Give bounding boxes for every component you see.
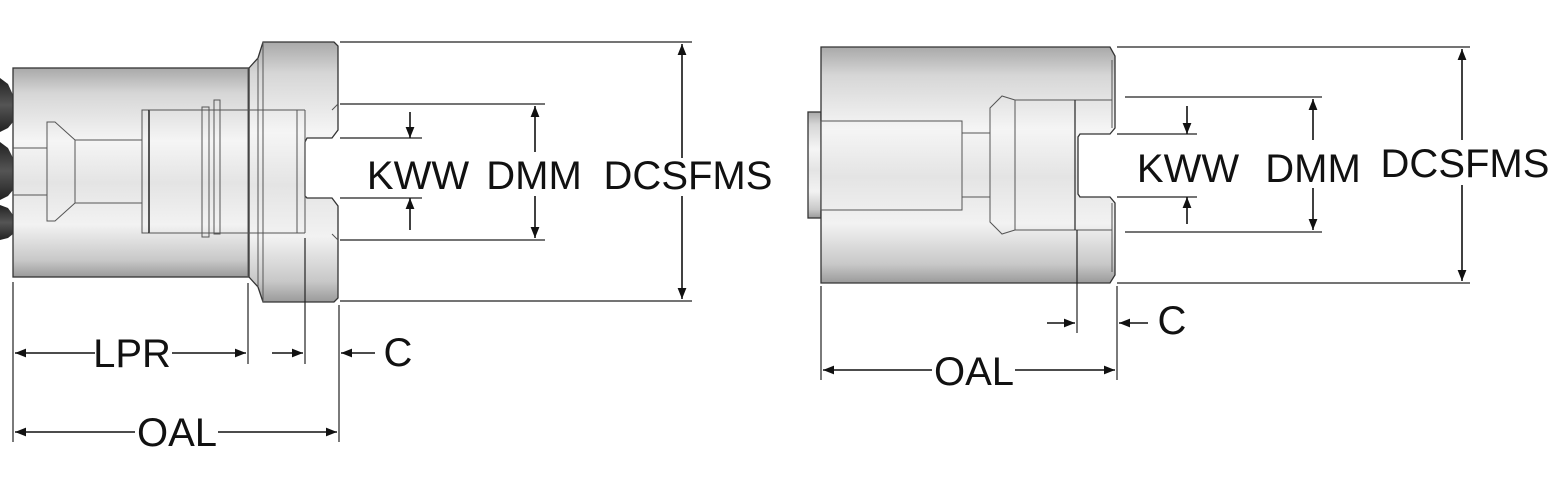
left-lpr-label: LPR	[93, 332, 171, 376]
left-oal-label: OAL	[137, 411, 217, 455]
right-body	[820, 46, 1116, 284]
left-dmm-dimension: DMM	[340, 103, 582, 241]
right-view: DCSFMS DMM KWW C OAL	[807, 46, 1550, 394]
left-drive-pads	[0, 78, 13, 240]
left-c-dimension: C	[272, 331, 412, 375]
right-dcsfms-label: DCSFMS	[1381, 142, 1550, 186]
left-dmm-label: DMM	[486, 154, 582, 198]
left-c-label: C	[384, 331, 413, 375]
right-internal-features	[820, 60, 1113, 272]
right-kww-dimension: KWW	[1117, 106, 1239, 224]
right-dmm-dimension: DMM	[1125, 96, 1361, 233]
left-flange	[248, 41, 339, 303]
left-extension-lines	[12, 238, 340, 442]
right-oal-label: OAL	[934, 350, 1014, 394]
right-dcsfms-dimension: DCSFMS	[1117, 46, 1550, 284]
right-c-dimension: C	[1047, 299, 1186, 343]
left-oal-dimension: OAL	[15, 411, 337, 455]
right-c-label: C	[1158, 299, 1187, 343]
left-kww-label: KWW	[367, 154, 469, 198]
left-dcsfms-dimension: DCSFMS	[340, 41, 773, 302]
right-dmm-label: DMM	[1265, 147, 1361, 191]
right-kww-label: KWW	[1137, 147, 1239, 191]
right-extension-lines	[820, 230, 1118, 380]
left-view: DCSFMS DMM KWW LPR C	[0, 41, 773, 455]
left-internal-features	[13, 42, 339, 302]
left-shank-body	[12, 67, 250, 278]
left-kww-dimension: KWW	[340, 112, 469, 230]
left-dcsfms-label: DCSFMS	[604, 154, 773, 198]
left-lpr-dimension: LPR	[15, 332, 246, 376]
right-oal-dimension: OAL	[823, 350, 1115, 394]
right-rear-flange	[807, 111, 822, 219]
